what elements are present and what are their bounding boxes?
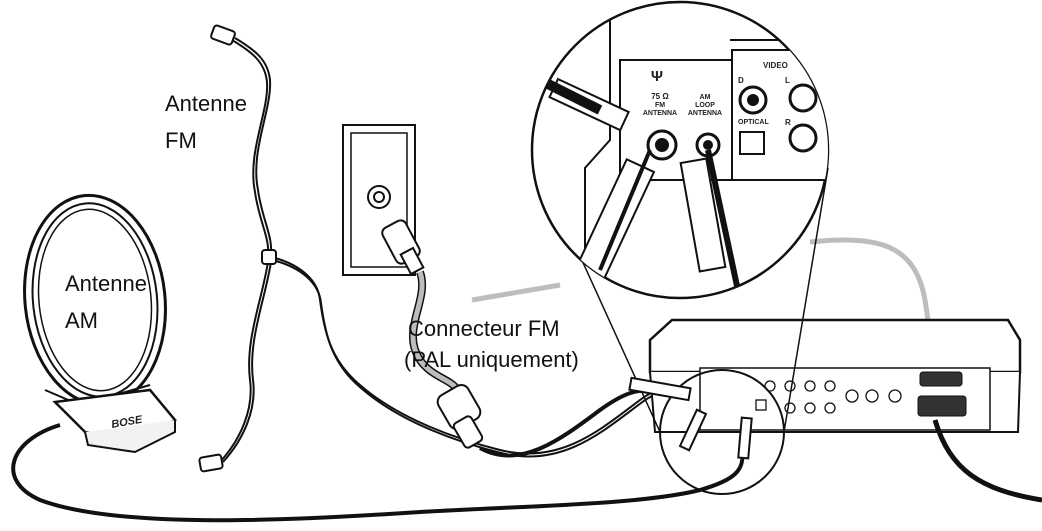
am-loop-antenna: BOSE [23, 193, 177, 454]
fm-text2: ANTENNA [643, 110, 677, 117]
d-label: D [738, 76, 744, 85]
zoom-detail: Ψ 75 Ω FM ANTENNA AM LOOP ANTENNA VIDEO … [530, 0, 830, 300]
optical-label: OPTICAL [738, 119, 769, 126]
am-antenna-logo: BOSE [110, 414, 143, 431]
receiver-console [648, 318, 1022, 433]
receiver-plugs [628, 376, 753, 460]
fm-connector-label-line2: (PAL uniquement) [404, 347, 579, 372]
wall-plug [381, 219, 425, 276]
am-text2: LOOP [695, 102, 715, 109]
receiver-power-cable [932, 419, 1042, 503]
l-label: L [785, 76, 790, 85]
fm-connector-label-line1: Connecteur FM [408, 316, 560, 341]
am-text3: ANTENNA [688, 110, 722, 117]
am-antenna-label-line2: AM [65, 308, 98, 333]
fm-wire-connector-bottom [198, 453, 224, 473]
fm-text1: FM [655, 102, 665, 109]
video-label: VIDEO [763, 61, 788, 70]
fm-antenna-label-line1: Antenne [165, 91, 247, 116]
fm-antenna-symbol: Ψ [651, 68, 663, 85]
am-text1: AM [700, 94, 711, 101]
r-label: R [785, 118, 791, 127]
fm-wire-connector-top [210, 24, 236, 46]
gray-cable-left [471, 282, 561, 303]
fm-pal-connector [436, 383, 484, 449]
am-antenna-label-line1: Antenne [65, 271, 147, 296]
fm-wire-antenna [219, 37, 702, 463]
fm-ohms: 75 Ω [651, 92, 669, 101]
fm-antenna-label-line2: FM [165, 128, 197, 153]
fm-wire-junction [261, 249, 277, 265]
